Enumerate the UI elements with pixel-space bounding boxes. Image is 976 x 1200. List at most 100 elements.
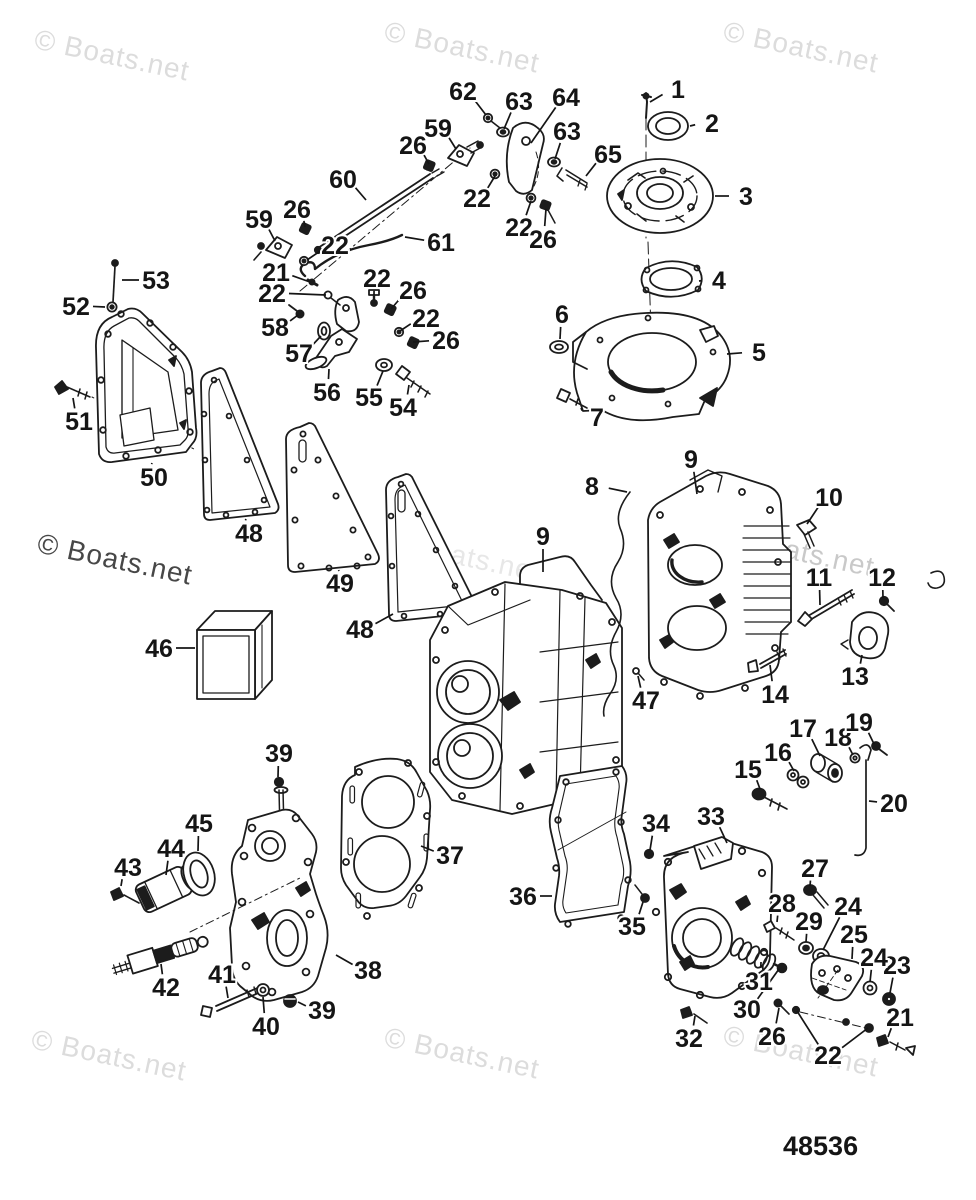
part-callout-53[interactable]: 53: [140, 265, 172, 297]
bracket-part-13: [840, 611, 890, 660]
part-callout-62[interactable]: 62: [447, 76, 479, 108]
part-callout-49[interactable]: 49: [324, 568, 356, 600]
part-callout-42[interactable]: 42: [150, 972, 182, 1004]
part-callout-63[interactable]: 63: [503, 86, 535, 118]
part-callout-31[interactable]: 31: [743, 966, 775, 998]
part-callout-23[interactable]: 23: [881, 950, 913, 982]
callout-leader-line: [160, 963, 164, 975]
part-callout-26[interactable]: 26: [397, 275, 429, 307]
part-callout-47[interactable]: 47: [630, 685, 662, 717]
part-callout-30[interactable]: 30: [731, 994, 763, 1026]
part-callout-35[interactable]: 35: [616, 911, 648, 943]
nut-part-23: [882, 992, 896, 1006]
part-callout-64[interactable]: 64: [550, 82, 582, 114]
part-callout-58[interactable]: 58: [259, 312, 291, 344]
part-callout-21[interactable]: 21: [260, 257, 292, 289]
part-callout-25[interactable]: 25: [838, 919, 870, 951]
part-callout-22[interactable]: 22: [361, 263, 393, 295]
part-callout-37[interactable]: 37: [434, 840, 466, 872]
part-callout-8[interactable]: 8: [583, 471, 601, 503]
part-callout-56[interactable]: 56: [311, 377, 343, 409]
throttle-arm-part-56: [304, 328, 358, 371]
part-callout-24[interactable]: 24: [832, 891, 864, 923]
part-callout-15[interactable]: 15: [732, 754, 764, 786]
part-callout-22[interactable]: 22: [503, 212, 535, 244]
part-callout-24[interactable]: 24: [858, 942, 890, 974]
callout-leader-line: [92, 305, 106, 308]
callout-leader-line: [268, 229, 276, 242]
rod-part-20: [854, 744, 872, 857]
part-callout-45[interactable]: 45: [183, 808, 215, 840]
part-callout-28[interactable]: 28: [766, 888, 798, 920]
part-callout-61[interactable]: 61: [425, 227, 457, 259]
part-callout-54[interactable]: 54: [387, 392, 419, 424]
part-callout-14[interactable]: 14: [759, 679, 791, 711]
callout-leader-line: [805, 933, 808, 943]
part-callout-10[interactable]: 10: [813, 482, 845, 514]
part-callout-2[interactable]: 2: [703, 108, 721, 140]
part-callout-26[interactable]: 26: [397, 130, 429, 162]
part-callout-26[interactable]: 26: [281, 194, 313, 226]
part-callout-29[interactable]: 29: [793, 906, 825, 938]
part-callout-12[interactable]: 12: [866, 562, 898, 594]
callout-leader-line: [530, 106, 557, 144]
part-callout-22[interactable]: 22: [256, 278, 288, 310]
part-callout-7[interactable]: 7: [588, 402, 606, 434]
part-callout-40[interactable]: 40: [250, 1011, 282, 1043]
part-callout-34[interactable]: 34: [640, 808, 672, 840]
part-callout-22[interactable]: 22: [461, 183, 493, 215]
part-callout-48[interactable]: 48: [344, 614, 376, 646]
part-callout-16[interactable]: 16: [762, 737, 794, 769]
part-callout-21[interactable]: 21: [884, 1002, 916, 1034]
part-callout-9[interactable]: 9: [534, 521, 552, 553]
part-callout-55[interactable]: 55: [353, 382, 385, 414]
callout-leader-line: [776, 915, 779, 923]
part-callout-57[interactable]: 57: [283, 338, 315, 370]
part-callout-39[interactable]: 39: [263, 738, 295, 770]
part-callout-22[interactable]: 22: [812, 1040, 844, 1072]
part-callout-20[interactable]: 20: [878, 788, 910, 820]
part-callout-50[interactable]: 50: [138, 462, 170, 494]
part-callout-1[interactable]: 1: [669, 74, 687, 106]
callout-leader-line: [756, 968, 780, 1000]
part-callout-19[interactable]: 19: [843, 707, 875, 739]
part-callout-17[interactable]: 17: [787, 713, 819, 745]
cylinder-head-part-38: [189, 808, 329, 1002]
callout-leader-line: [806, 506, 819, 525]
part-callout-59[interactable]: 59: [243, 204, 275, 236]
part-callout-5[interactable]: 5: [750, 337, 768, 369]
part-callout-46[interactable]: 46: [143, 633, 175, 665]
part-callout-48[interactable]: 48: [233, 518, 265, 550]
part-callout-44[interactable]: 44: [155, 833, 187, 865]
part-callout-60[interactable]: 60: [327, 164, 359, 196]
part-callout-4[interactable]: 4: [710, 265, 728, 297]
part-callout-32[interactable]: 32: [673, 1023, 705, 1055]
part-callout-59[interactable]: 59: [422, 113, 454, 145]
part-callout-22[interactable]: 22: [410, 303, 442, 335]
part-callout-52[interactable]: 52: [60, 291, 92, 323]
callout-leader-line: [887, 1027, 893, 1038]
part-callout-36[interactable]: 36: [507, 881, 539, 913]
part-callout-65[interactable]: 65: [592, 139, 624, 171]
part-callout-11[interactable]: 11: [804, 562, 835, 594]
part-callout-13[interactable]: 13: [839, 661, 871, 693]
screw-part-34: [643, 848, 655, 860]
part-callout-26[interactable]: 26: [756, 1021, 788, 1053]
part-callout-27[interactable]: 27: [799, 853, 831, 885]
part-callout-51[interactable]: 51: [63, 406, 95, 438]
part-callout-63[interactable]: 63: [551, 116, 583, 148]
part-callout-3[interactable]: 3: [737, 181, 755, 213]
part-callout-18[interactable]: 18: [822, 722, 854, 754]
part-callout-33[interactable]: 33: [695, 801, 727, 833]
part-callout-22[interactable]: 22: [319, 230, 351, 262]
part-callout-6[interactable]: 6: [553, 299, 571, 331]
washer-part-24-lower: [862, 980, 878, 996]
part-callout-38[interactable]: 38: [352, 955, 384, 987]
part-callout-39[interactable]: 39: [306, 995, 338, 1027]
bolt-part-14: [747, 648, 787, 673]
part-callout-26[interactable]: 26: [430, 325, 462, 357]
part-callout-43[interactable]: 43: [112, 852, 144, 884]
part-callout-26[interactable]: 26: [527, 224, 559, 256]
part-callout-9[interactable]: 9: [682, 444, 700, 476]
part-callout-41[interactable]: 41: [206, 959, 238, 991]
